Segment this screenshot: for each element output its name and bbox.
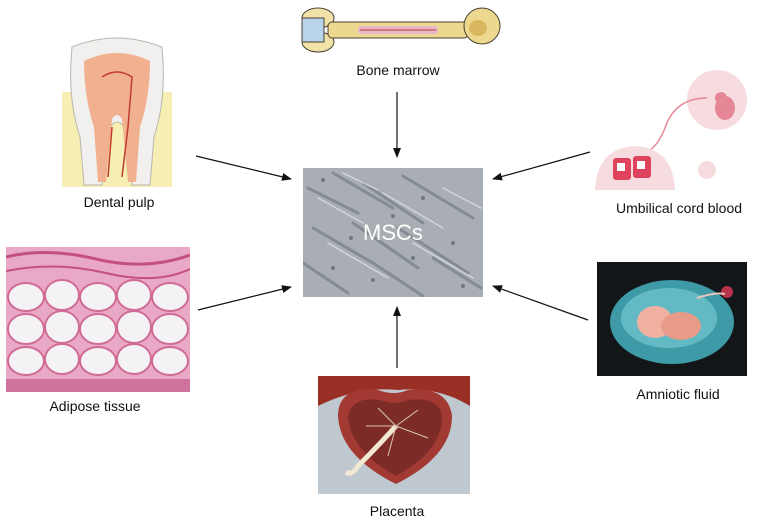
msc-texture <box>303 168 483 297</box>
msc-label: MSCs <box>363 219 423 245</box>
arrow-umbilical-cord-blood <box>492 151 591 181</box>
tooth-icon <box>62 37 172 187</box>
adipose-icon <box>5 247 191 392</box>
placenta-icon <box>318 376 470 494</box>
dental-pulp-label: Dental pulp <box>83 194 155 210</box>
arrow-amniotic-fluid <box>492 285 589 321</box>
amniotic-icon <box>597 262 747 376</box>
msc-image: MSCs <box>303 168 483 297</box>
umbilical-cord-blood-node <box>595 68 747 190</box>
bone-marrow-node <box>298 4 502 56</box>
bone-marrow-label: Bone marrow <box>356 62 440 78</box>
adipose-tissue-node <box>5 247 191 392</box>
umbilical-cord-blood-label: Umbilical cord blood <box>615 200 743 216</box>
dental-pulp-node <box>62 37 172 187</box>
arrow-dental-pulp <box>195 155 292 181</box>
cord-blood-icon <box>595 70 747 190</box>
placenta-node <box>318 376 470 494</box>
adipose-tissue-label: Adipose tissue <box>49 398 141 414</box>
amniotic-fluid-label: Amniotic fluid <box>636 386 720 402</box>
placenta-label: Placenta <box>369 503 425 519</box>
arrow-adipose-tissue <box>197 285 292 311</box>
bone-icon <box>301 7 501 53</box>
amniotic-fluid-node <box>597 262 747 376</box>
